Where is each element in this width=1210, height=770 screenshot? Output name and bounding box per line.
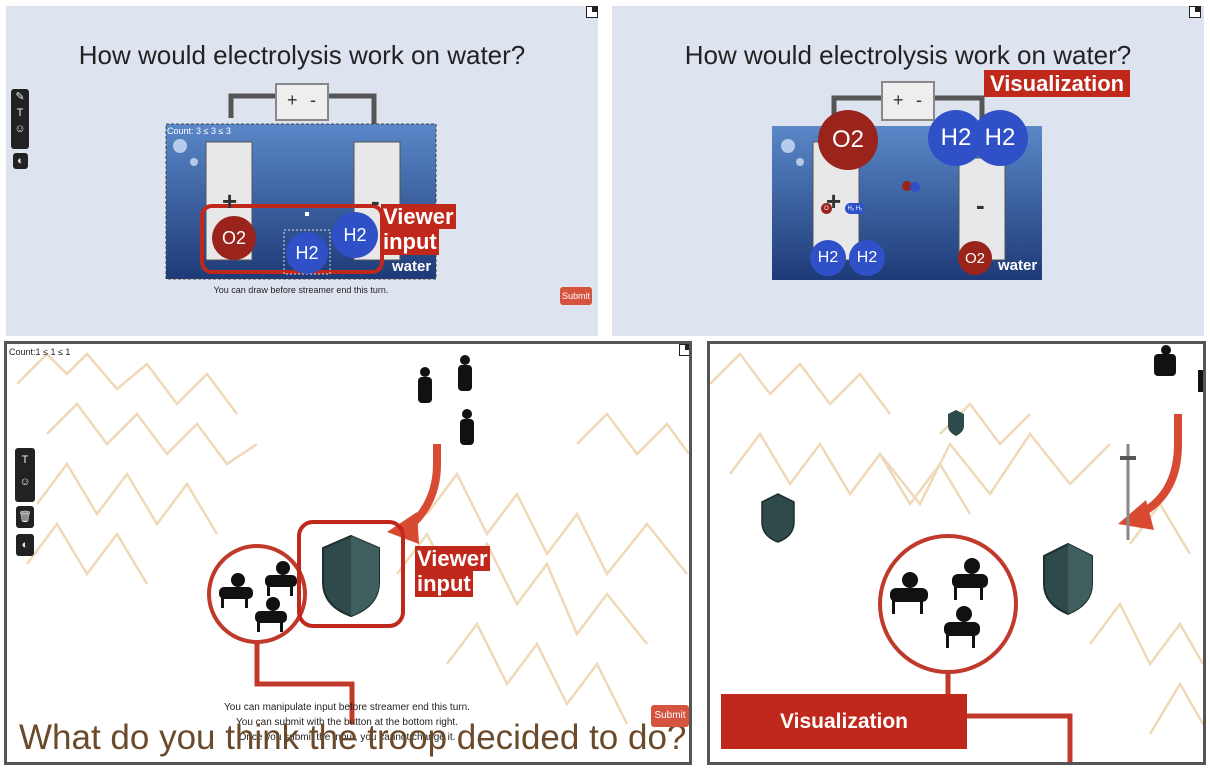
emoji-icon[interactable]: ☺ — [14, 123, 26, 135]
h2-molecule-bottom-b: H2 — [849, 240, 885, 276]
battery-minus: - — [310, 90, 316, 110]
count-indicator: Count: 3 ≤ 3 ≤ 3 — [167, 126, 231, 136]
viewer-input-line2: input — [381, 229, 439, 255]
slide-title: How would electrolysis work on water? — [684, 40, 1132, 70]
fullscreen-icon[interactable] — [1189, 6, 1201, 18]
h2-molecule-tiny: H₂ H₂ — [845, 203, 865, 214]
electrolysis-visualization-illustration — [772, 81, 1042, 280]
o2-molecule-tiny: O — [821, 203, 832, 214]
question-title: What do you think the troop decided to d… — [19, 718, 687, 757]
o2-molecule[interactable]: O2 — [212, 216, 256, 260]
text-icon[interactable]: T — [21, 454, 29, 466]
battery-minus: - — [916, 90, 922, 110]
h2-molecule-bottom-a: H2 — [810, 240, 846, 276]
hint-line-2: You can submit with the button at the bo… — [236, 717, 458, 728]
visualization-label: Visualization — [721, 694, 967, 749]
hint-line-1: You can manipulate input before streamer… — [224, 702, 470, 713]
h2-molecule-dragged[interactable]: H2 — [286, 232, 328, 274]
hint-text: You can draw before streamer end this tu… — [213, 285, 389, 295]
viewer-input-line1: Viewer — [381, 204, 456, 230]
panel-electrolysis-visualization: How would electrolysis work on water? + … — [612, 6, 1204, 336]
h2-molecule-tiny-b — [910, 182, 920, 192]
text-icon[interactable]: T — [16, 107, 24, 119]
o2-molecule-bottom: O2 — [958, 241, 992, 275]
viewer-input-line1: Viewer — [415, 546, 490, 572]
viewer-input-label: Viewer input — [415, 546, 490, 597]
panel-electrolysis-viewer: How would electrolysis work on water? ✎ … — [6, 6, 598, 336]
drawing-toolbar: ✎ T ☺ — [11, 89, 29, 149]
drawing-toolbar: T ☺ — [15, 448, 35, 502]
panel-troop-visualization: Visualization — [707, 341, 1206, 765]
emoji-icon[interactable]: ☺ — [19, 476, 31, 488]
water-label: water — [998, 257, 1038, 274]
hint-text: You can manipulate input before streamer… — [197, 700, 497, 745]
fullscreen-icon[interactable] — [679, 344, 689, 356]
palette-icon[interactable]: ◐ — [17, 155, 24, 167]
h2-molecule-large-a: H2 — [928, 110, 984, 166]
visualization-label: Visualization — [984, 70, 1131, 98]
submit-button[interactable]: Submit — [651, 705, 689, 727]
palette-tool[interactable]: ◐ — [13, 153, 28, 169]
h2-molecule-large-b: H2 — [972, 110, 1028, 166]
troop-visualization-illustration — [710, 345, 1203, 762]
count-indicator: Count:1 ≤ 1 ≤ 1 — [9, 347, 71, 357]
electrode-plus: + — [222, 186, 238, 216]
viewer-input-label: Viewer input — [381, 204, 456, 255]
o2-molecule-tiny-b — [902, 181, 912, 191]
electrode-minus: - — [371, 186, 380, 216]
viewer-input-line2: input — [415, 571, 473, 597]
o2-molecule-large: O2 — [818, 110, 878, 170]
electrode-minus: - — [976, 190, 985, 220]
hint-line-3: Once you submit the input, you cannot ch… — [238, 732, 456, 743]
trash-icon[interactable]: 🗑 — [18, 511, 32, 523]
fullscreen-icon[interactable] — [586, 6, 598, 18]
trash-tool[interactable]: 🗑 — [16, 506, 34, 528]
h2-molecule[interactable]: H2 — [332, 212, 378, 258]
battery-plus: + — [893, 90, 904, 110]
troop-map-illustration — [16, 352, 689, 725]
water-label: water — [392, 258, 432, 275]
pen-icon[interactable]: ✎ — [15, 91, 25, 103]
panel-troop-viewer: Count:1 ≤ 1 ≤ 1 T ☺ 🗑 ◐ Viewer input You… — [4, 341, 692, 765]
palette-icon[interactable]: ◐ — [21, 539, 29, 551]
slide-title: How would electrolysis work on water? — [78, 40, 526, 70]
battery-plus: + — [287, 90, 298, 110]
submit-button[interactable]: Submit — [560, 287, 592, 305]
palette-tool[interactable]: ◐ — [16, 534, 34, 556]
